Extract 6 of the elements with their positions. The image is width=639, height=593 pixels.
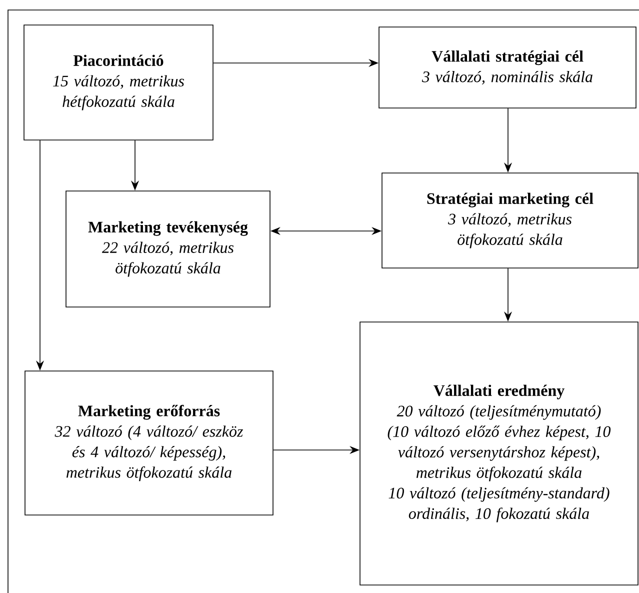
process-box: Vállalati stratégiai cél 3 változó, nominális skála: [378, 26, 636, 108]
process-box: Marketing erőforrás 32 változó (4 változó/ eszköz és 4 változó/ képesség), metrikus ötfokozatú skála: [24, 370, 274, 516]
process-box: Marketing tevékenység 22 változó, metrikus ötfokozatú skála: [66, 190, 270, 308]
process-box: Stratégiai marketing cél 3 változó, metrikus ötfokozatú skála: [382, 172, 638, 268]
process-box: Piacorintáció 15 változó, metrikus hétfokozatú skála: [24, 24, 214, 140]
process-box: Vállalati eredmény 20 változó (teljesítménymutató) (10 változó előző évhez képest, 10 változó versenytárshoz képest), metrikus ötfokozatú skála 10 változó (teljesítmény-standard) ordinális, 10 fokozatú skála: [360, 322, 638, 586]
